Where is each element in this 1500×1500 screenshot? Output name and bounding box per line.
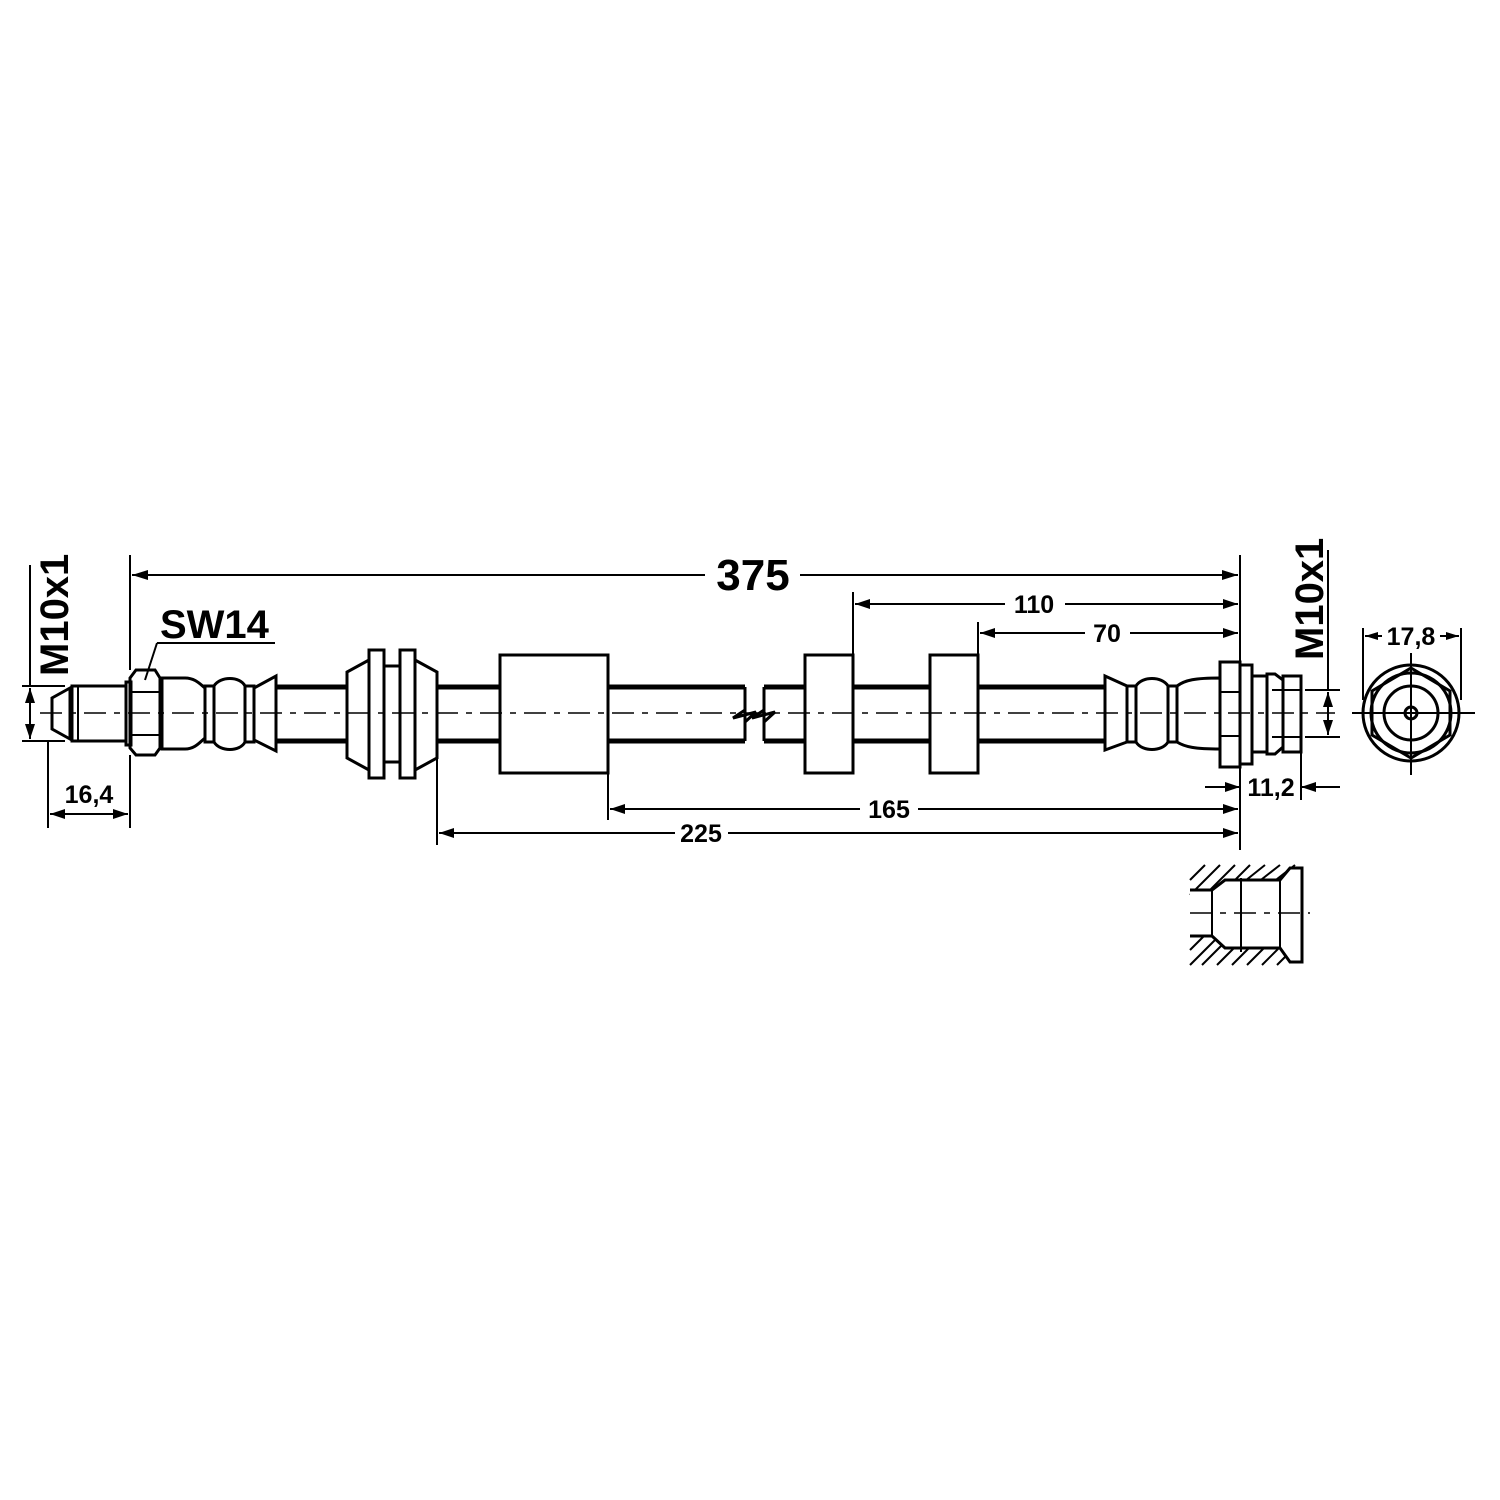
wrench-size-label: SW14: [160, 603, 270, 647]
bracket-grommet: [345, 648, 439, 780]
dimension-thread-right: M10x1: [1288, 538, 1333, 735]
left-fitting: [50, 668, 278, 757]
dimension-165: 165: [610, 796, 1238, 824]
thread-left-label: M10x1: [33, 554, 77, 676]
dimension-70: 70: [980, 620, 1238, 648]
dimension-375-label: 375: [716, 551, 789, 600]
dimension-70-label: 70: [1093, 620, 1121, 648]
dimension-11-2-label: 11,2: [1247, 774, 1294, 802]
dimension-225: 225: [439, 820, 1238, 848]
dimension-110: 110: [855, 591, 1238, 619]
dimension-16-4: 16,4: [50, 781, 128, 819]
wrench-size-callout: SW14: [144, 603, 275, 681]
dimension-16-4-label: 16,4: [65, 781, 114, 809]
dimension-375: 375: [132, 551, 1238, 600]
clamp-block-2: [928, 653, 980, 775]
port-section-detail: [1189, 864, 1310, 966]
extension-lines: [22, 550, 1462, 850]
dimension-17-8: 17,8: [1365, 623, 1459, 651]
right-fitting: [1103, 660, 1303, 769]
clamp-block-1: [803, 653, 855, 775]
dimension-11-2: 11,2: [1205, 774, 1340, 802]
protective-sleeve: [498, 653, 610, 775]
hose-body: [276, 684, 1105, 744]
dimension-17-8-label: 17,8: [1387, 623, 1436, 651]
thread-right-label: M10x1: [1288, 538, 1332, 660]
dimension-thread-left: M10x1: [25, 554, 77, 739]
break-symbol: [732, 708, 758, 724]
dimension-165-label: 165: [868, 796, 910, 824]
dimension-110-label: 110: [1014, 591, 1054, 619]
hex-end-view: [1352, 653, 1475, 775]
dimension-225-label: 225: [680, 820, 722, 848]
